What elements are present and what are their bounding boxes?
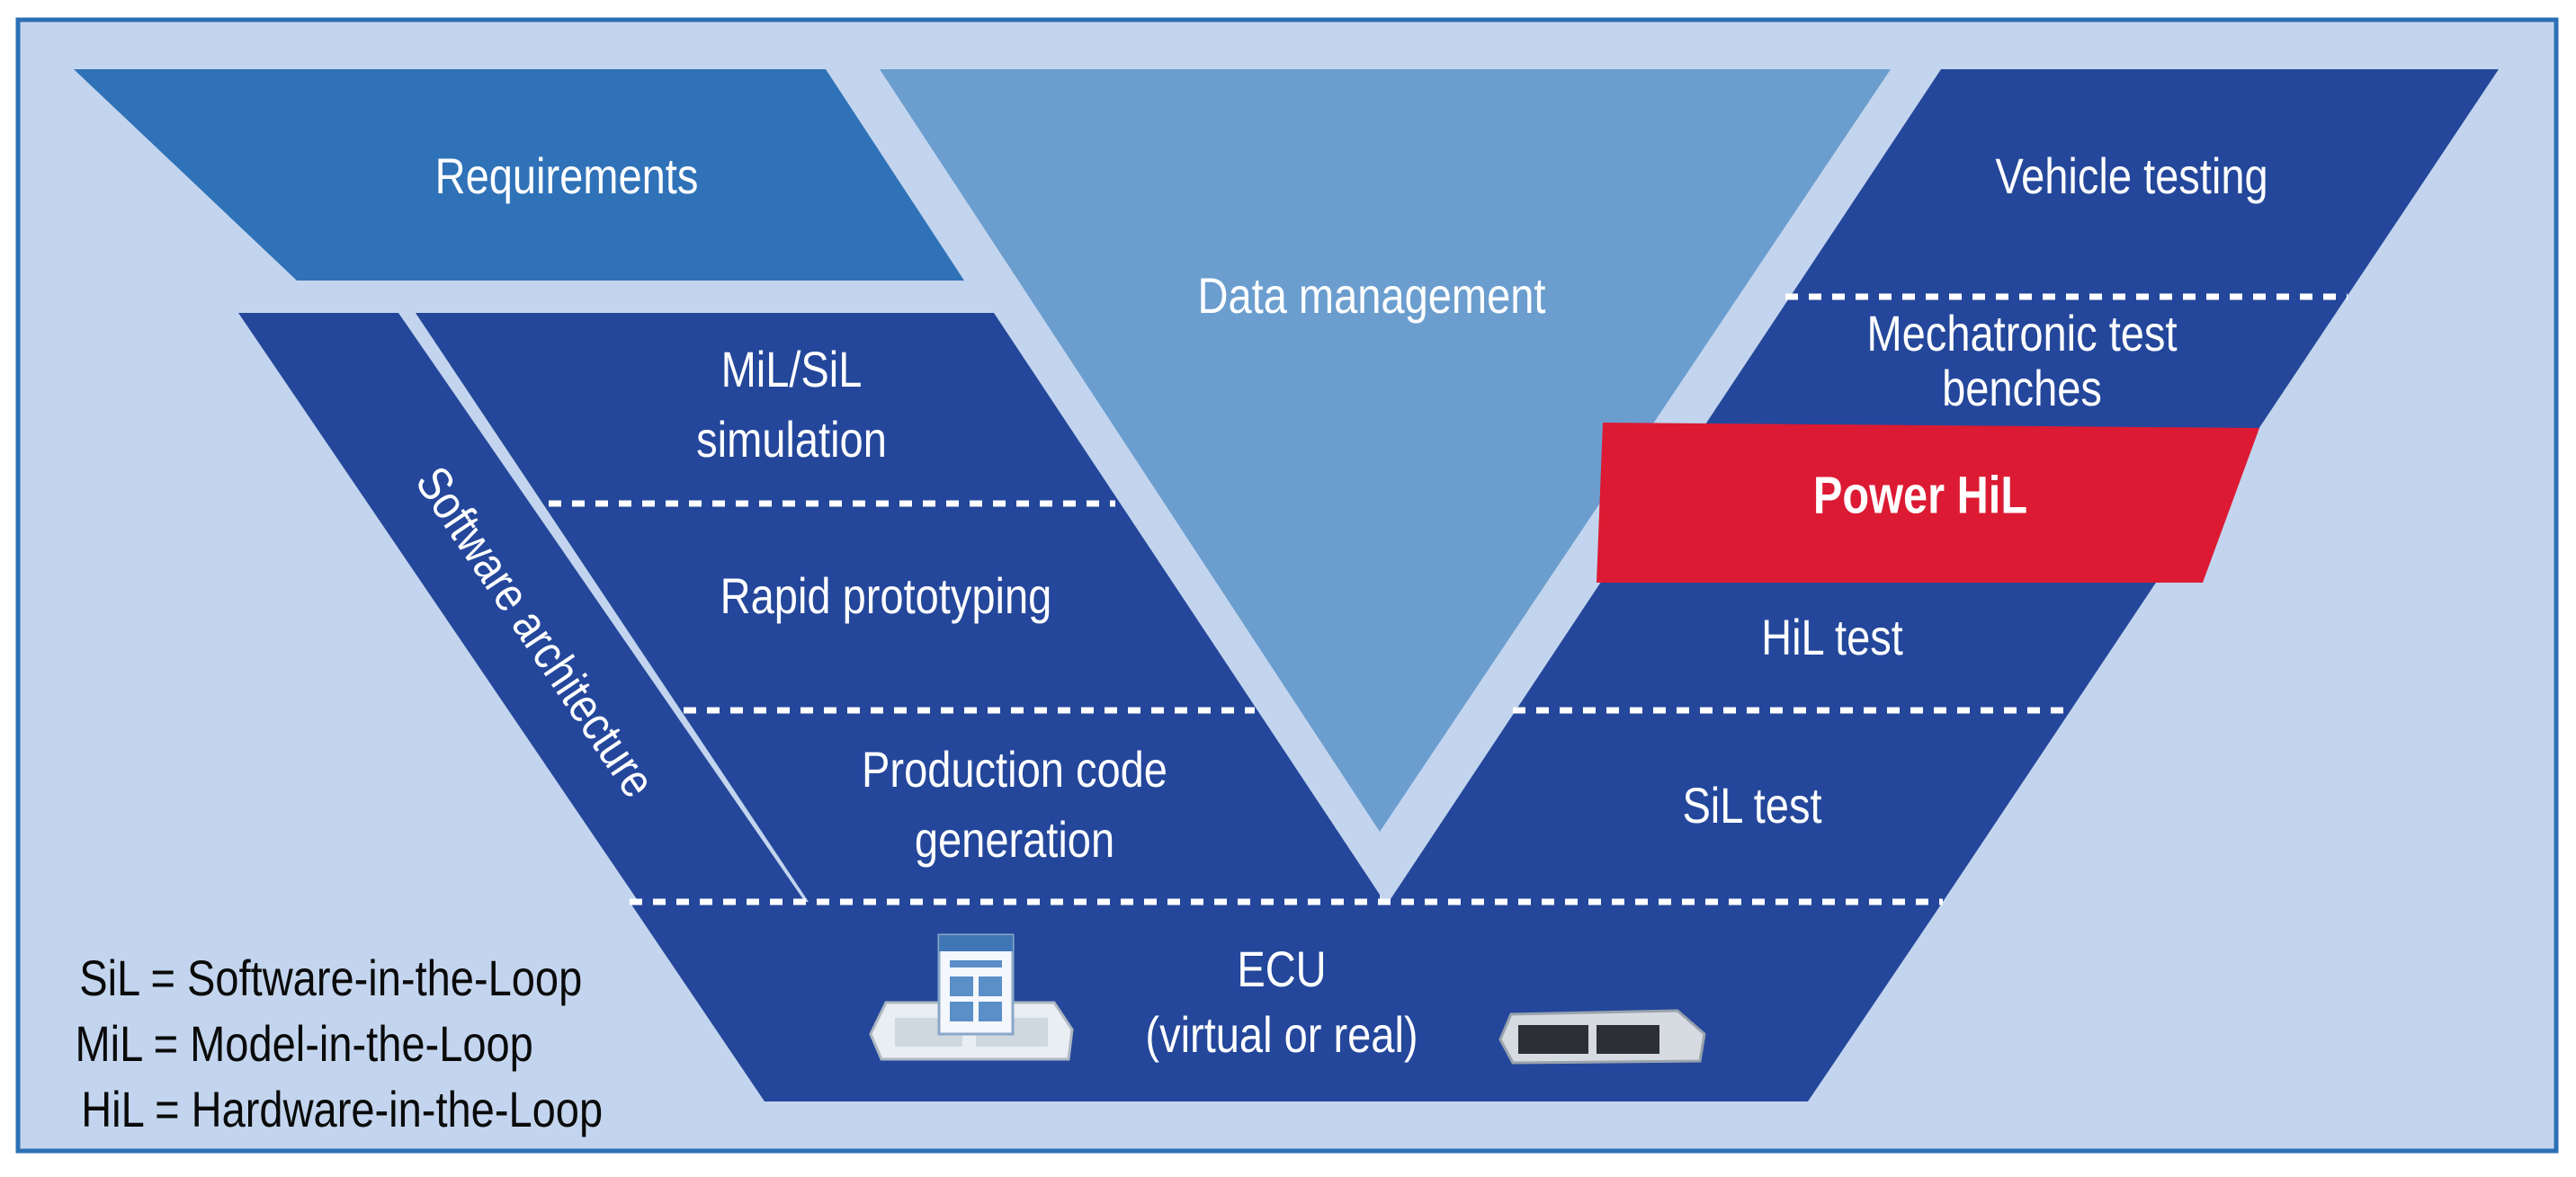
left-stages-block bbox=[416, 313, 1380, 902]
hil-test-label: HiL test bbox=[1761, 609, 1903, 665]
vehicle-testing-label: Vehicle testing bbox=[1995, 147, 2267, 204]
data-management-label: Data management bbox=[1198, 267, 1546, 324]
requirements-band bbox=[74, 69, 964, 281]
software-architecture-band bbox=[238, 313, 805, 902]
ecu-label-line1: ECU bbox=[1237, 941, 1326, 997]
power-hil-band bbox=[1597, 423, 2259, 583]
stage-separators bbox=[549, 293, 2348, 905]
legend-hil: HiL = Hardware-in-the-Loop bbox=[81, 1081, 603, 1137]
mil-sil-simulation-line2: simulation bbox=[696, 411, 887, 468]
mil-sil-simulation-line1: MiL/SiL bbox=[721, 341, 863, 397]
production-code-line1: Production code bbox=[862, 741, 1167, 798]
mechatronic-line1: Mechatronic test bbox=[1866, 305, 2177, 361]
production-code-line2: generation bbox=[915, 811, 1114, 868]
data-management-triangle bbox=[880, 69, 1891, 832]
rapid-prototyping-label: Rapid prototyping bbox=[720, 567, 1052, 624]
real-ecu-icon bbox=[1498, 1009, 1706, 1065]
ecu-band bbox=[630, 902, 1943, 1101]
ecu-label-line2: (virtual or real) bbox=[1145, 1006, 1418, 1063]
legend-sil: SiL = Software-in-the-Loop bbox=[79, 950, 582, 1006]
legend-mil: MiL = Model-in-the-Loop bbox=[76, 1015, 533, 1072]
sil-test-label: SiL test bbox=[1682, 777, 1821, 834]
legend: SiL = Software-in-the-Loop MiL = Model-i… bbox=[76, 950, 604, 1137]
virtual-ecu-icon bbox=[869, 933, 1074, 1061]
power-hil-label: Power HiL bbox=[1813, 467, 2027, 524]
requirements-label: Requirements bbox=[435, 147, 699, 204]
mechatronic-line2: benches bbox=[1942, 360, 2102, 416]
